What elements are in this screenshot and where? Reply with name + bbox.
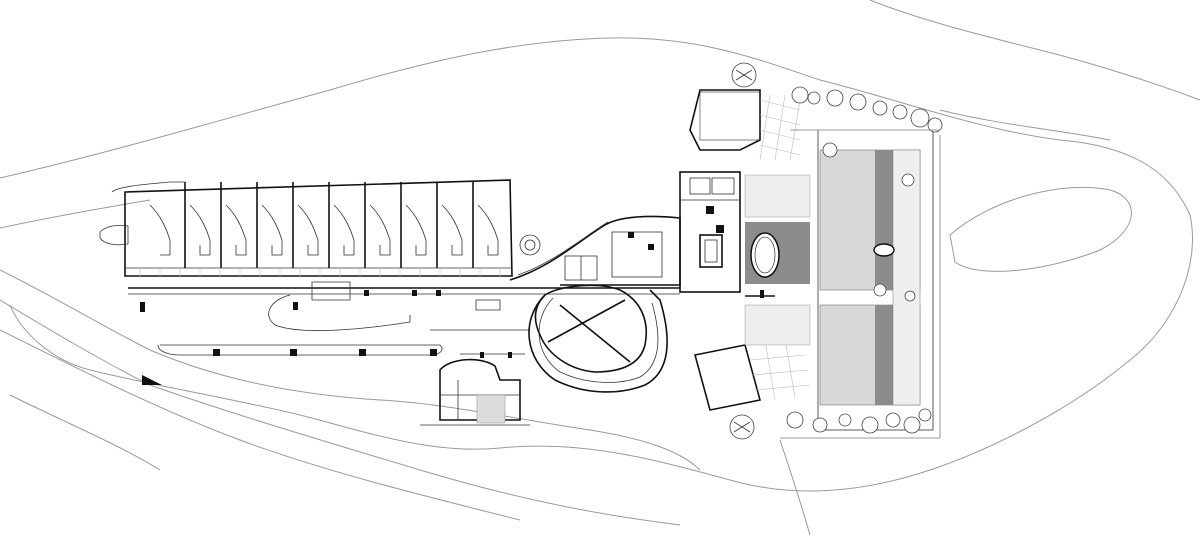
round-court [528, 284, 668, 393]
central-hub [509, 215, 681, 286]
corridor-hatch [139, 268, 501, 278]
entrance-pavilion [420, 358, 530, 426]
promenade [128, 281, 680, 385]
oval-pool [750, 232, 780, 278]
guest-unit-dividers [184, 182, 474, 268]
courtyard [744, 174, 811, 346]
trees [786, 86, 943, 434]
site-boundary [780, 129, 941, 439]
guest-unit-interiors [149, 204, 499, 256]
round-fountain [873, 243, 895, 257]
south-deck-grid [744, 337, 811, 401]
round-stair [519, 234, 541, 256]
guest-wing [99, 179, 541, 278]
striped-gardens [817, 129, 934, 431]
north-pavilion [689, 62, 801, 161]
north-deck-grid [759, 94, 801, 161]
